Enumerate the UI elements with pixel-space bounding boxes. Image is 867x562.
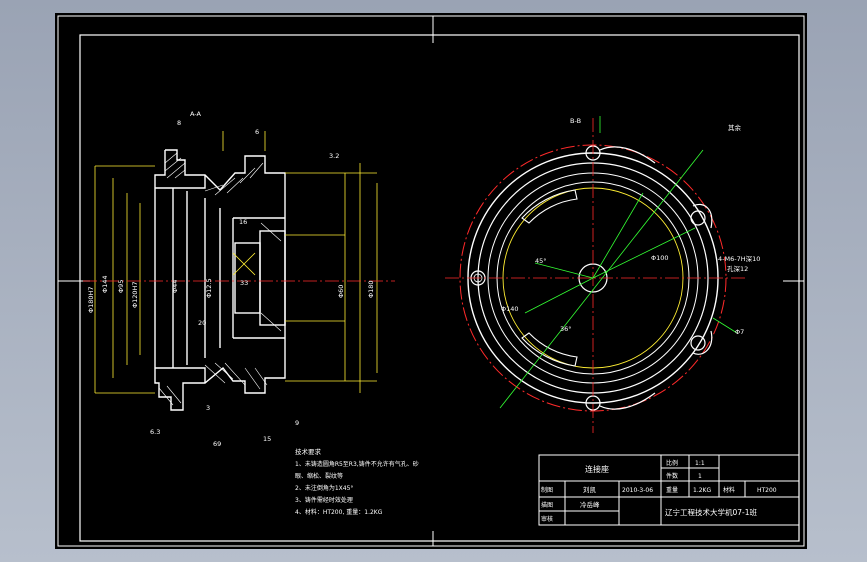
school-name: 辽宁工程技术大学机07-1班 (665, 507, 758, 517)
dim-phi-100: Φ100 (651, 254, 669, 262)
dim-angle-36: 36° (560, 325, 572, 333)
dim-9: 9 (295, 419, 299, 427)
tech-line-4: 3、铸件需经时效处理 (295, 496, 353, 504)
dim-phi-120h7: Φ120H7 (131, 281, 139, 308)
tech-line-2: 眼、缩松、裂纹等 (295, 472, 343, 480)
dim-3-2: 3.2 (329, 152, 339, 160)
dim-phi-144: Φ144 (101, 275, 109, 293)
drawn-name: 刘凯 (583, 485, 597, 494)
dim-holes-2: 孔深12 (727, 264, 748, 273)
drawn-label: 制图 (541, 486, 553, 494)
scale-label: 比例 (666, 459, 678, 467)
scale-value: 1:1 (695, 460, 705, 467)
dim-phi-95: Φ95 (117, 280, 125, 293)
qty-label: 件数 (666, 472, 678, 480)
dim-15: 15 (263, 435, 271, 443)
dim-16: 16 (239, 218, 247, 226)
front-view (445, 116, 745, 433)
dim-holes: 4-M6-7H深10 (718, 254, 760, 263)
review-label: 审核 (541, 515, 553, 523)
material-label: 材料 (723, 486, 735, 494)
tech-title: 技术要求 (295, 447, 322, 456)
inner-border (79, 34, 800, 542)
dim-phi-12-5: Φ12.5 (205, 278, 213, 298)
dim-20: 20 (198, 319, 206, 327)
dim-8: 8 (177, 119, 181, 127)
dim-ra-63: 6.3 (150, 428, 160, 436)
cad-drawing: A-A B-B 其余 8 6 3.2 16 33 20 3 69 15 9 Φ7… (57, 15, 805, 547)
dim-33: 33 (240, 279, 248, 287)
title-block: 连接座 比例 1:1 件数 1 制图 刘凯 2010-3-06 重量 1.2KG… (538, 454, 800, 526)
dim-phi-180h7: Φ180H7 (87, 286, 95, 313)
dim-phi-140: Φ140 (501, 305, 519, 313)
design-name: 冷岳峰 (580, 500, 600, 509)
dim-phi-44: Φ44 (171, 280, 179, 293)
section-view (83, 131, 395, 411)
view-label: B-B (570, 117, 581, 125)
centering-marks (58, 16, 804, 546)
outer-border (57, 15, 805, 547)
dim-69: 69 (213, 440, 221, 448)
roughness-note: 其余 (728, 123, 742, 132)
dim-phi-7: Φ7 (735, 328, 744, 336)
weight-value: 1.2KG (693, 487, 711, 494)
dim-phi-60: Φ60 (337, 285, 345, 298)
drawn-date: 2010-3-06 (622, 487, 653, 494)
material-value: HT200 (757, 487, 777, 494)
qty-value: 1 (698, 473, 702, 480)
dim-3: 3 (206, 404, 210, 412)
section-label: A-A (190, 110, 202, 118)
dim-phi-180: Φ180 (367, 280, 375, 298)
design-label: 描图 (541, 501, 553, 509)
tech-line-3: 2、未注倒角为1X45° (295, 484, 353, 492)
dim-6: 6 (255, 128, 259, 136)
part-name: 连接座 (585, 464, 609, 474)
dim-angle-45: 45° (535, 257, 547, 265)
weight-label: 重量 (666, 486, 678, 494)
tech-line-5: 4、材料：HT200, 重量：1.2KG (295, 508, 383, 516)
drawing-viewport[interactable]: A-A B-B 其余 8 6 3.2 16 33 20 3 69 15 9 Φ7… (55, 13, 807, 549)
tech-requirements: 技术要求 1、未铸造圆角R5至R3,铸件不允许有气孔、砂 眼、缩松、裂纹等 2、… (295, 447, 419, 516)
tech-line-1: 1、未铸造圆角R5至R3,铸件不允许有气孔、砂 (295, 460, 419, 468)
